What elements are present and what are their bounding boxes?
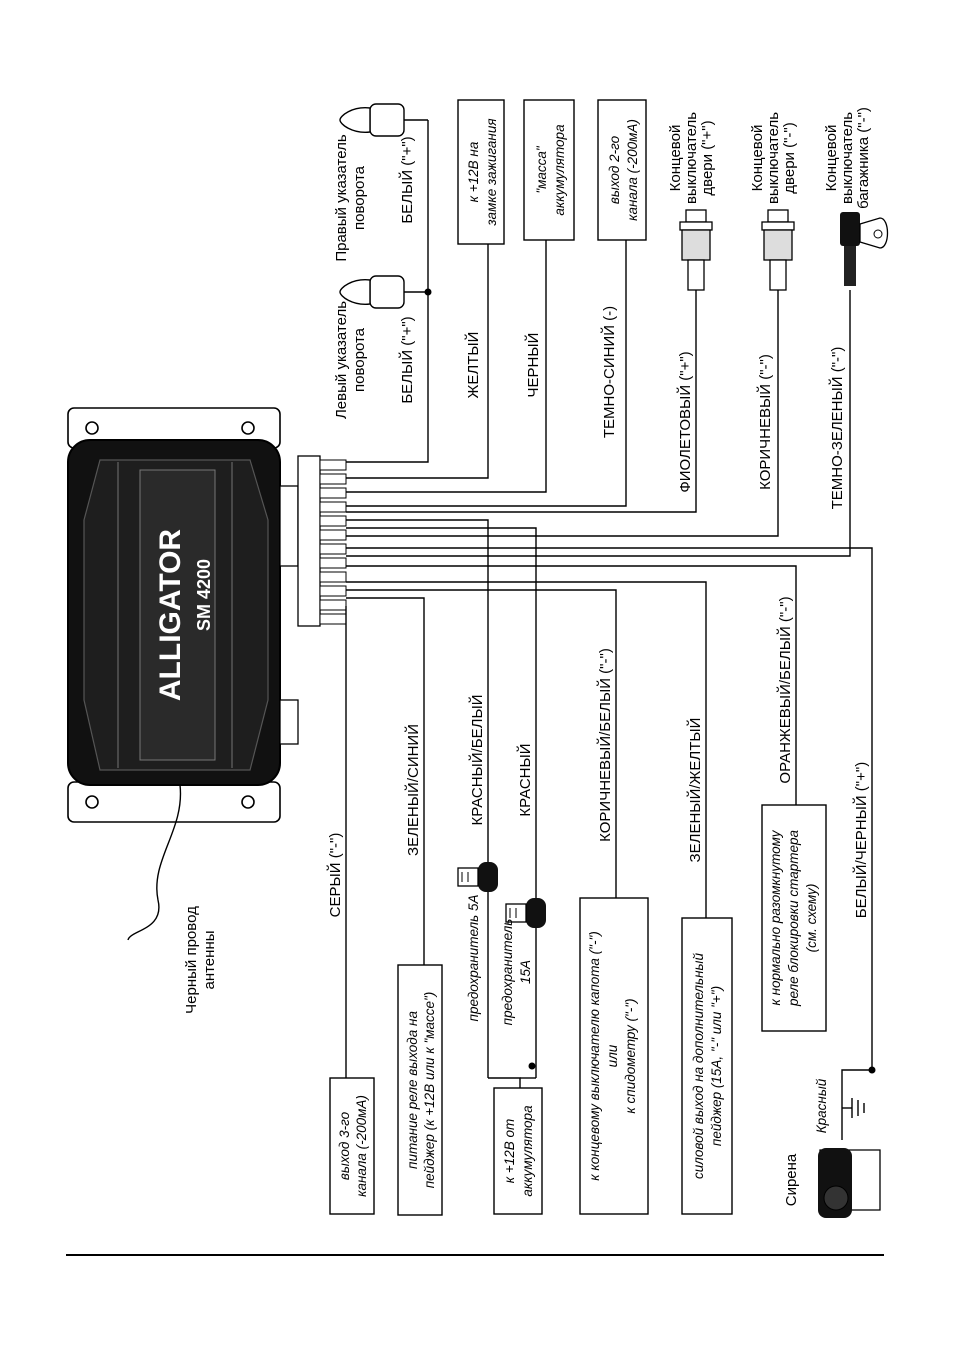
wire-violet [346, 290, 697, 513]
box-hood-switch: к концевому выключателю капота ("-") или… [579, 897, 649, 1215]
door-switch-violet-icon [679, 209, 713, 291]
label-yellow: ЖЕЛТЫЙ [464, 332, 482, 399]
box-ignition: к +12В на замке зажигания [457, 99, 505, 245]
svg-text:силовой выход на дополнительны: силовой выход на дополнительный [691, 953, 706, 1179]
svg-text:к нормально разомкнутому: к нормально разомкнутому [768, 829, 783, 1005]
wire-brown [346, 290, 779, 537]
violet-switch-label-3: двери ("+") [699, 120, 716, 195]
svg-text:выход 3-го: выход 3-го [337, 1111, 352, 1180]
label-darkgreen: ТЕМНО-ЗЕЛЕНЫЙ ("-") [828, 347, 846, 510]
label-white-black: БЕЛЫЙ/ЧЕРНЫЙ ("+") [852, 762, 870, 918]
label-brown-white: КОРИЧНЕВЫЙ/БЕЛЫЙ ("-") [596, 648, 614, 842]
svg-text:канала (-200мА): канала (-200мА) [354, 1095, 369, 1197]
door-switch-brown-icon [761, 209, 795, 291]
antenna-wire [127, 784, 182, 941]
box-battery: к +12В от аккумулятора [493, 1087, 543, 1215]
label-red-white: КРАСНЫЙ/БЕЛЫЙ [468, 694, 486, 825]
svg-text:аккумулятора: аккумулятора [552, 124, 567, 216]
brown-switch-label-1: Концевой [749, 125, 766, 192]
wire-green-yellow [346, 581, 707, 918]
wire-black [346, 240, 547, 493]
svg-text:замке зажигания: замке зажигания [484, 118, 499, 226]
box-power-output: силовой выход на дополнительный пейджер … [681, 917, 733, 1215]
box-pager-relay: питание реле выхода на пейджер (к +12В и… [397, 964, 443, 1216]
wire-darkgreen [346, 290, 851, 557]
violet-switch-label-1: Концевой [667, 125, 684, 192]
antenna-label: Черный провод антенны [183, 906, 218, 1014]
trunk-switch-label-3: багажника ("-") [855, 107, 872, 209]
trunk-switch-icon [840, 212, 889, 286]
wire-fuse-join [488, 1077, 521, 1088]
box-starter-relay: к нормально разомкнутому реле блокировки… [761, 804, 827, 1032]
label-green-blue: ЗЕЛЕНЫЙ/СИНИЙ [404, 724, 422, 856]
svg-text:реле блокировки стартера: реле блокировки стартера [786, 829, 801, 1007]
svg-text:к +12В от: к +12В от [502, 1119, 517, 1184]
siren-label: Сирена [783, 1153, 800, 1206]
brand-logo: ALLIGATOR SM 4200 [154, 529, 214, 702]
svg-text:предохранитель 5А: предохранитель 5А [466, 895, 481, 1022]
label-orange-white: ОРАНЖЕВЫЙ/БЕЛЫЙ ("-") [776, 596, 794, 783]
antenna-label-line1: Черный провод [183, 906, 200, 1014]
svg-text:канала (-200мА): канала (-200мА) [625, 119, 640, 221]
lamp-right-label-2: поворота [351, 165, 368, 230]
label-darkblue: ТЕМНО-СИНИЙ (-) [600, 306, 618, 438]
box-ch2: выход 2-го канала (-200мА) [597, 99, 647, 241]
lamp-left-icon [339, 275, 405, 309]
label-green-yellow: ЗЕЛЕНЫЙ/ЖЕЛТЫЙ [686, 718, 704, 863]
label-white-left: БЕЛЫЙ ("+") [398, 316, 416, 403]
svg-text:или: или [605, 1044, 620, 1067]
svg-text:питание реле выхода на: питание реле выхода на [405, 1011, 420, 1169]
lamp-left-label-1: Левый указатель [333, 301, 350, 419]
svg-text:выход 2-го: выход 2-го [607, 135, 622, 204]
antenna-label-line2: антенны [201, 930, 218, 989]
wire-green-blue [346, 597, 425, 965]
label-white-right: БЕЛЫЙ ("+") [398, 136, 416, 223]
wire-orange-white [346, 565, 797, 805]
svg-text:пейджер (к +12В или к "массе"): пейджер (к +12В или к "массе") [422, 992, 437, 1189]
svg-text:пейджер (15А, "-" или "+"): пейджер (15А, "-" или "+") [709, 986, 724, 1146]
svg-text:к спидометру ("-"): к спидометру ("-") [623, 998, 638, 1113]
label-black: ЧЕРНЫЙ [524, 333, 542, 398]
trunk-switch-label-2: выключатель [839, 112, 856, 204]
model-logo-text: SM 4200 [194, 559, 214, 631]
fuse-5a: предохранитель 5А [457, 862, 498, 1022]
brown-switch-label-2: выключатель [765, 112, 782, 204]
siren-wire-label: Красный [814, 1078, 829, 1133]
wire-red [346, 527, 537, 1078]
svg-text:(см. схему): (см. схему) [804, 884, 819, 953]
brown-switch-label-3: двери ("-") [781, 122, 798, 193]
lamp-right-label-1: Правый указатель [333, 134, 350, 262]
alarm-unit: ALLIGATOR SM 4200 [67, 407, 347, 823]
svg-text:аккумулятора: аккумулятора [520, 1105, 535, 1197]
violet-switch-label-2: выключатель [683, 112, 700, 204]
siren: Сирена Красный [783, 1066, 881, 1218]
svg-text:15А: 15А [518, 960, 533, 984]
lamp-left-label-2: поворота [351, 327, 368, 392]
wire-white [346, 120, 429, 463]
brand-logo-text: ALLIGATOR [154, 529, 187, 702]
label-red: КРАСНЫЙ [516, 743, 534, 816]
svg-text:"масса": "масса" [534, 145, 549, 194]
box-ch3: выход 3-го канала (-200мА) [329, 1077, 375, 1215]
wire-yellow [346, 244, 489, 479]
fuse-15a: предохранитель 15А [500, 898, 546, 1025]
label-violet: ФИОЛЕТОВЫЙ ("+") [676, 351, 694, 492]
lamp-right-icon [339, 103, 405, 137]
svg-text:предохранитель: предохранитель [500, 919, 515, 1026]
wire-white-black [346, 547, 873, 1070]
trunk-switch-label-1: Концевой [823, 125, 840, 192]
wire-darkblue [346, 240, 627, 507]
wire-bundle [345, 120, 873, 1078]
box-ground: "масса" аккумулятора [523, 99, 575, 241]
label-grey: СЕРЫЙ ("-") [326, 833, 344, 918]
svg-text:к +12В на: к +12В на [466, 141, 481, 202]
svg-text:к концевому выключателю капота: к концевому выключателю капота ("-") [587, 931, 602, 1180]
wire-brown-white [346, 589, 617, 898]
label-brown: КОРИЧНЕВЫЙ ("-") [756, 354, 774, 490]
junction-dot [528, 1062, 536, 1070]
